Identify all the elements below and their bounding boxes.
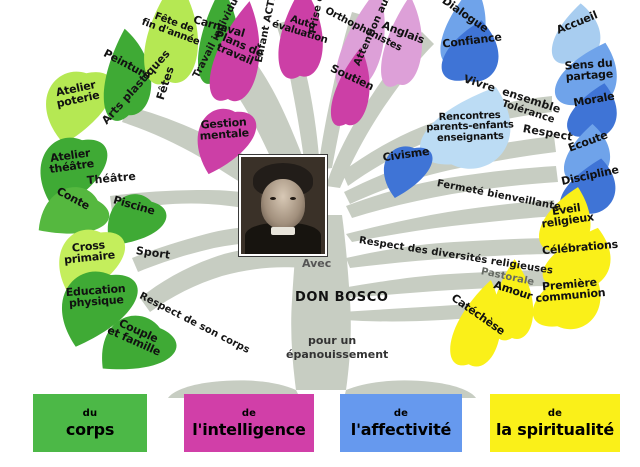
leaf-shape [450,280,501,367]
category-title: corps [65,419,115,439]
leaf-path [420,86,511,169]
don-bosco-portrait [239,155,327,256]
leaf-path [567,83,617,138]
branch-segment [344,136,556,204]
leaf-shape [567,83,617,138]
leaf-path [144,0,198,85]
leaf-path [102,315,177,370]
category-title: la spiritualité [496,419,614,439]
leaf-path [552,3,601,64]
leaf-path [381,0,423,87]
category-article: de [241,407,257,419]
leaf-shape [144,0,198,85]
leaf-path [107,194,167,246]
leaf-path [383,146,433,199]
portrait-eye-left [270,197,276,200]
branch-segment [342,270,552,298]
branch-segment [346,200,556,242]
leaf-shape [335,0,385,89]
leaf-shape [197,108,257,175]
category-article: de [393,407,409,419]
leaf-path [330,47,370,126]
leaf-shape [539,187,591,253]
leaf-path [197,108,257,175]
branch-segment [140,248,302,312]
leaf-shape [103,28,152,121]
leaf-shape [330,47,370,126]
leaf-shape [532,261,601,330]
category-title: l'intelligence [192,419,306,439]
branch-segment [344,380,476,398]
portrait-eye-right [290,197,296,200]
leaf-shape [46,71,114,145]
category-article: du [82,407,98,419]
leaf-path [450,280,501,367]
leaf-shape [107,194,167,246]
branch-segment [346,166,558,218]
branch-segment [291,215,351,390]
leaf-shape [381,0,423,87]
leaf-shape [552,3,601,64]
portrait-face [261,179,305,229]
portrait-collar [271,227,295,235]
category-title: l'affectivité [350,419,452,439]
leaf-shape [38,187,110,234]
leaf-shape [278,0,323,79]
leaf-path [46,71,114,145]
leaf-path [62,271,138,347]
leaf-shapes [38,0,617,370]
leaf-shape [420,86,511,169]
leaf-shape [383,146,433,199]
branch-segment [168,380,300,398]
leaf-shape [492,259,534,341]
leaf-shape [62,271,138,347]
branch-segment [346,238,556,268]
leaf-path [539,187,591,253]
leaf-path [278,0,323,79]
category-article: de [547,407,563,419]
leaf-path [532,261,601,330]
leaf-path [209,1,260,102]
leaf-path [441,20,499,82]
leaf-shape [209,1,260,102]
leaf-shape [441,20,499,82]
leaf-path [492,259,534,341]
leaf-shape [102,315,177,370]
leaf-path [103,28,152,121]
leaf-path [335,0,385,89]
leaf-path [38,187,110,234]
